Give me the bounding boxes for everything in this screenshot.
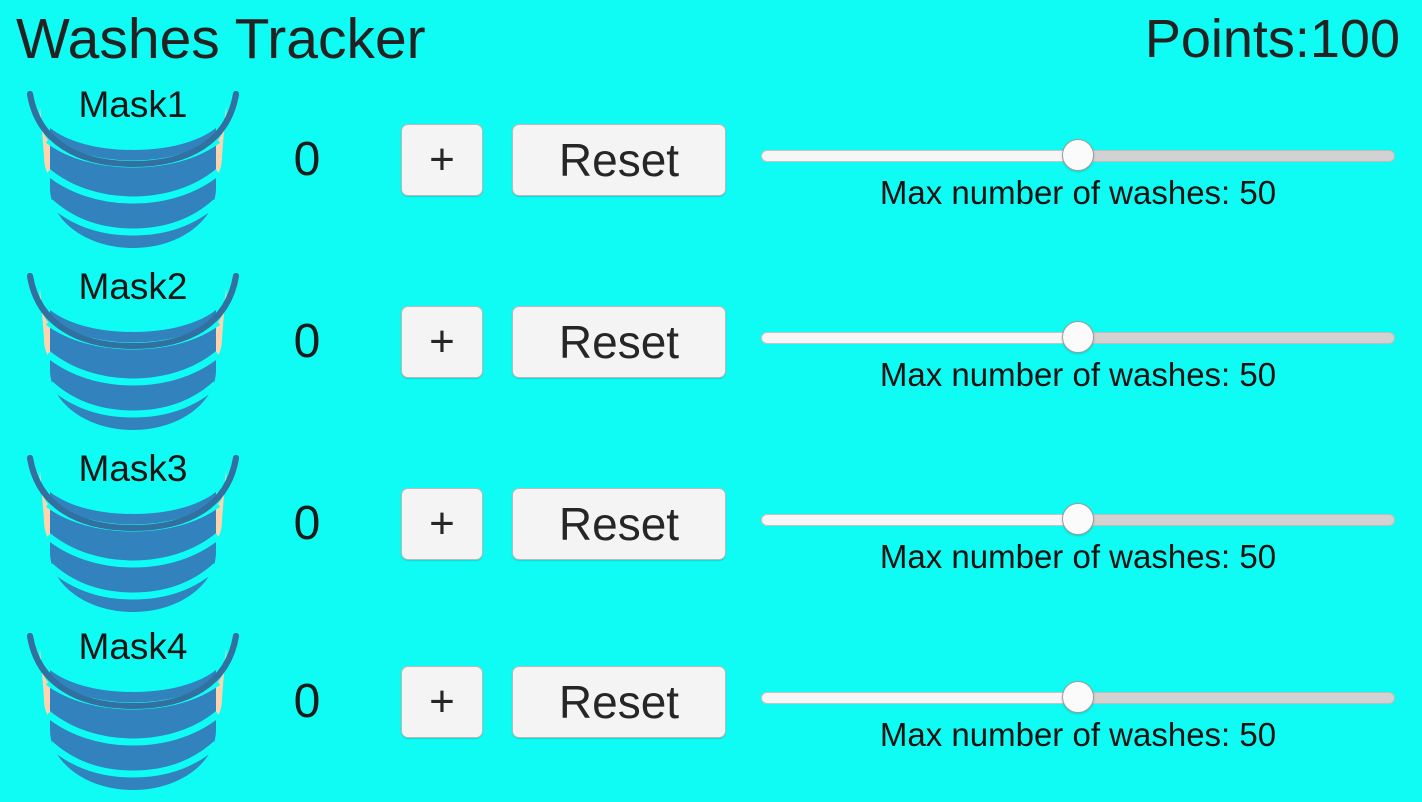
max-washes-label: Max number of washes: 50 <box>879 356 1277 393</box>
mask-icon-container: Mask2 <box>8 262 258 434</box>
mask-row: Mask3 0 + Reset Max number of washes: 50 <box>0 442 1422 624</box>
mask-row: Mask1 0 + Reset Max number of washes: 50 <box>0 78 1422 260</box>
mask-row: Mask2 0 + Reset Max number of washes: 50 <box>0 260 1422 442</box>
slider-thumb[interactable] <box>1062 503 1094 535</box>
mask-icon-container: Mask4 <box>8 622 258 794</box>
max-washes-label: Max number of washes: 50 <box>879 716 1277 753</box>
face-mask-icon <box>27 273 239 430</box>
slider-track-fill <box>761 692 1078 704</box>
mask-icon-container: Mask1 <box>8 80 258 252</box>
points-display: Points:100 <box>1144 9 1400 69</box>
increment-button[interactable]: + <box>401 306 483 378</box>
wash-count: 0 <box>293 497 321 550</box>
max-washes-slider[interactable] <box>761 681 1395 713</box>
wash-count: 0 <box>293 133 321 186</box>
mask-icon-container: Mask3 <box>8 444 258 616</box>
wash-count: 0 <box>293 675 321 728</box>
slider-track-fill <box>761 332 1078 344</box>
slider-track-fill <box>761 514 1078 526</box>
slider-thumb[interactable] <box>1062 321 1094 353</box>
wash-count: 0 <box>293 315 321 368</box>
increment-button[interactable]: + <box>401 488 483 560</box>
reset-button[interactable]: Reset <box>512 666 726 738</box>
slider-track-fill <box>761 150 1078 162</box>
max-washes-slider[interactable] <box>761 503 1395 535</box>
max-washes-slider-area: Max number of washes: 50 <box>761 78 1395 260</box>
max-washes-slider[interactable] <box>761 139 1395 171</box>
increment-button[interactable]: + <box>401 666 483 738</box>
face-mask-icon <box>27 455 239 612</box>
max-washes-label: Max number of washes: 50 <box>879 538 1277 575</box>
max-washes-slider-area: Max number of washes: 50 <box>761 260 1395 442</box>
max-washes-slider[interactable] <box>761 321 1395 353</box>
slider-thumb[interactable] <box>1062 681 1094 713</box>
face-mask-icon <box>27 633 239 790</box>
increment-button[interactable]: + <box>401 124 483 196</box>
face-mask-icon <box>27 91 239 248</box>
reset-button[interactable]: Reset <box>512 124 726 196</box>
max-washes-slider-area: Max number of washes: 50 <box>761 620 1395 802</box>
mask-row: Mask4 0 + Reset Max number of washes: 50 <box>0 620 1422 802</box>
reset-button[interactable]: Reset <box>512 306 726 378</box>
page-title: Washes Tracker <box>16 7 426 71</box>
max-washes-slider-area: Max number of washes: 50 <box>761 442 1395 624</box>
max-washes-label: Max number of washes: 50 <box>879 174 1277 211</box>
app-header: Washes Tracker Points:100 <box>0 0 1422 78</box>
reset-button[interactable]: Reset <box>512 488 726 560</box>
slider-thumb[interactable] <box>1062 139 1094 171</box>
